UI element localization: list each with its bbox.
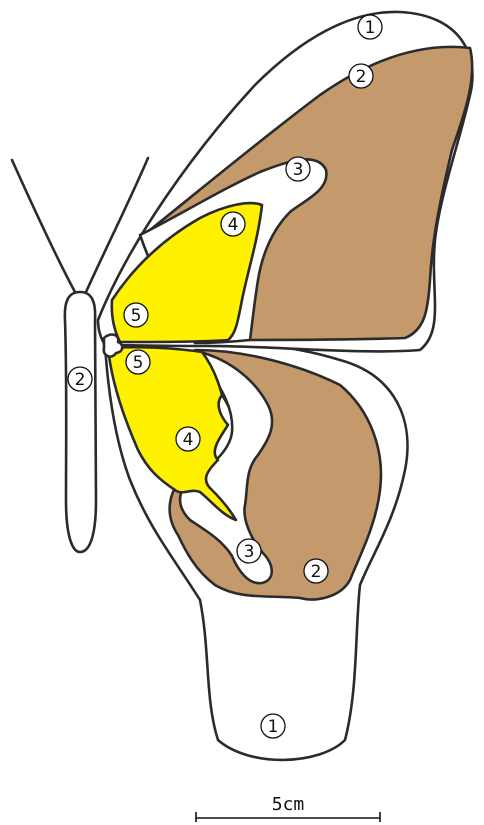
scale-bar-label: 5cm [272, 794, 305, 815]
scale-bar: 5cm [196, 794, 380, 822]
label-forewing-brown: 2 [349, 64, 373, 88]
svg-text:5: 5 [131, 306, 142, 326]
svg-text:4: 4 [183, 430, 194, 450]
svg-text:3: 3 [293, 160, 304, 180]
label-hindwing-band: 3 [237, 539, 261, 563]
butterfly-body [65, 292, 96, 552]
label-forewing-yellow: 4 [221, 212, 245, 236]
svg-text:2: 2 [356, 67, 367, 87]
label-hindwing-tail: 1 [261, 714, 285, 738]
svg-text:3: 3 [244, 542, 255, 562]
label-forewing-edge: 1 [358, 15, 382, 39]
svg-text:1: 1 [365, 18, 376, 38]
label-hindwing-brown: 2 [304, 559, 328, 583]
svg-text:2: 2 [311, 562, 322, 582]
svg-text:2: 2 [75, 370, 86, 390]
label-hindwing-base: 5 [126, 350, 150, 374]
svg-text:1: 1 [268, 717, 279, 737]
label-hindwing-yellow: 4 [176, 427, 200, 451]
svg-text:5: 5 [133, 353, 144, 373]
left-antenna [12, 160, 75, 292]
label-forewing-base: 5 [124, 303, 148, 327]
label-forewing-band: 3 [286, 157, 310, 181]
label-body: 2 [68, 367, 92, 391]
svg-text:4: 4 [228, 215, 239, 235]
